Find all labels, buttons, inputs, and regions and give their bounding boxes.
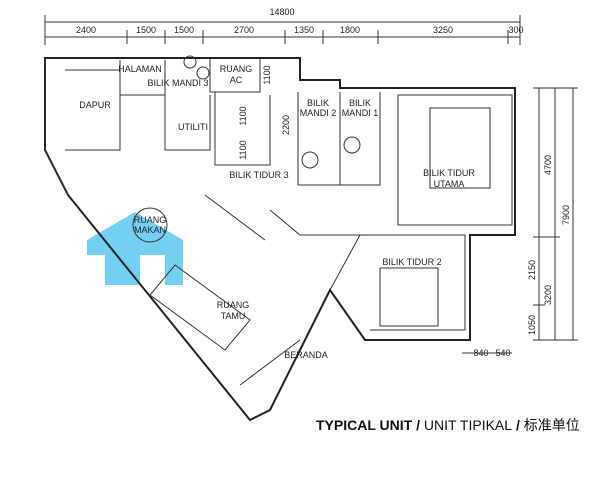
dim-top: 1500 — [174, 25, 194, 35]
room-bilik-tidur-3: BILIK TIDUR 3 — [229, 170, 288, 180]
dim-right: 7900 — [561, 205, 571, 225]
dim-top: 300 — [508, 25, 523, 35]
dim-inner: 2200 — [281, 115, 291, 135]
room-ruang-tamu: TAMU — [221, 311, 246, 321]
room-ruang-ac: AC — [230, 75, 243, 85]
room-beranda: BERANDA — [284, 350, 328, 360]
caption-chinese: 标准单位 — [523, 417, 580, 433]
room-utiliti: UTILITI — [178, 122, 208, 132]
house-icon — [87, 212, 183, 285]
dim-top: 1800 — [340, 25, 360, 35]
room-dapur: DAPUR — [79, 100, 111, 110]
top-dimension-lines — [44, 15, 521, 45]
dim-inner: 1100 — [238, 140, 248, 159]
dim-bottom: 540 — [495, 348, 510, 358]
dim-top: 1500 — [136, 25, 156, 35]
dim-right: 2150 — [527, 260, 537, 280]
caption-separator: / — [412, 417, 424, 433]
plan-caption: TYPICAL UNIT / UNIT TIPIKAL / 标准单位 — [316, 415, 580, 435]
room-bilik-tidur-utama: BILIK TIDUR — [423, 168, 475, 178]
dim-right: 3200 — [543, 285, 553, 305]
dim-total-width: 14800 — [269, 7, 294, 17]
room-ruang-makan: RUANG — [134, 215, 167, 225]
room-halaman: HALAMAN — [118, 64, 162, 74]
dim-inner: 1100 — [238, 106, 248, 125]
dim-bottom: 840 — [473, 348, 488, 358]
dim-right: 1050 — [527, 315, 537, 335]
dim-top: 1350 — [294, 25, 314, 35]
right-dimension-lines — [533, 87, 578, 341]
room-ruang-tamu: RUANG — [217, 300, 250, 310]
room-bilik-tidur-2: BILIK TIDUR 2 — [382, 257, 441, 267]
dim-top: 3250 — [433, 25, 453, 35]
dim-ruang-ac: 1100 — [262, 65, 272, 84]
walls — [44, 55, 516, 422]
room-ruang-ac: RUANG — [220, 64, 253, 74]
room-bilik-mandi-3: BILIK MANDI 3 — [147, 78, 208, 88]
caption-english: TYPICAL UNIT — [316, 417, 413, 433]
caption-malay: UNIT TIPIKAL — [423, 417, 513, 433]
room-bilik-mandi-2: MANDI 2 — [300, 108, 337, 118]
caption-separator: / — [512, 417, 524, 433]
dim-top: 2400 — [76, 25, 96, 35]
dim-right: 4700 — [543, 155, 553, 175]
room-bilik-mandi-1: BILIK — [349, 98, 371, 108]
room-ruang-makan: MAKAN — [134, 225, 166, 235]
room-bilik-tidur-utama: UTAMA — [434, 179, 465, 189]
dim-top: 2700 — [234, 25, 254, 35]
room-bilik-mandi-1: MANDI 1 — [342, 108, 379, 118]
room-bilik-mandi-2: BILIK — [307, 98, 329, 108]
